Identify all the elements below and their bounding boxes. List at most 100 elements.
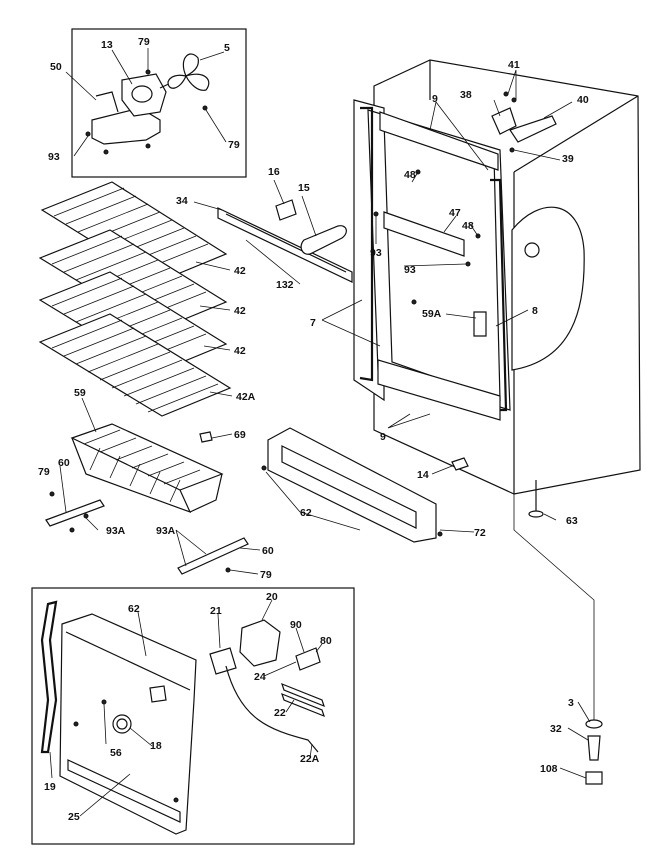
fan-motor-inset [71,28,247,178]
callout-42A: 42A [236,391,256,403]
panel-cutout [149,685,167,703]
callout-16: 16 [268,166,280,178]
callout-93A-b: 93A [156,525,176,537]
callout-62-panel: 62 [128,603,140,615]
basket-front [71,437,192,514]
housing-20 [239,619,281,667]
callout-41: 41 [508,59,520,71]
callout-63: 63 [566,515,578,527]
shelf-42A [38,313,232,417]
callout-79-top: 79 [138,36,150,48]
callout-93A-a: 93A [106,525,126,537]
callout-42-1: 42 [234,265,246,277]
callout-59A: 59A [422,308,442,320]
screw-25 [173,797,179,803]
callout-42-2: 42 [234,305,246,317]
callout-72: 72 [474,527,486,539]
callout-22: 22 [274,707,286,719]
screw-93c [145,143,151,149]
callout-60-b: 60 [262,545,274,557]
basket-side [189,473,223,513]
washer-3 [585,719,603,729]
callout-14: 14 [417,469,429,481]
grille-screw-a [261,465,267,471]
heater-22 [281,682,325,708]
screw-93A-b [69,527,75,533]
latch-59A [473,311,487,337]
wire-shelves [38,181,232,417]
heater-22b [281,692,325,718]
callout-108: 108 [540,763,558,775]
callout-7: 7 [310,317,316,329]
light-tube-15 [300,225,347,255]
callout-22A: 22A [300,753,320,765]
nut-108 [585,771,603,785]
screw-79-top [145,69,151,75]
callout-79-basket: 79 [38,466,50,478]
callout-93-cab-b: 93 [404,264,416,276]
callout-39: 39 [562,153,574,165]
callout-50: 50 [50,61,62,73]
fan-blade-2 [185,73,210,91]
knob-18 [112,714,132,734]
screw-41b [511,97,517,103]
grille-screw-b [437,531,443,537]
screw-79c [49,491,55,497]
breaker-strip-top [379,111,499,171]
screw-cab-c [411,299,417,305]
callout-40: 40 [577,94,589,106]
screw-93b [103,149,109,155]
trim-strip-25 [67,759,181,823]
screw-79d [225,567,231,573]
callout-59: 59 [74,387,86,399]
toe-grille [261,427,443,543]
bolt-32 [587,735,601,761]
callout-48-a: 48 [404,169,416,181]
screw-93-cab-b [465,261,471,267]
callout-93-cab-a: 93 [370,247,382,259]
capillary-22A [225,665,319,753]
bracket-90 [295,647,321,671]
control-panel-inset-border [31,587,355,845]
basket-59 [45,423,249,575]
callout-32: 32 [550,723,562,735]
screw-41a [503,91,509,97]
gasket-strip-19 [40,600,58,754]
side-panel-hole [524,242,540,258]
callout-9-bottom: 9 [380,431,386,443]
control-panel-inset [31,587,355,845]
breaker-strip-bottom [377,359,501,421]
callout-80: 80 [320,635,332,647]
callout-62-grille: 62 [300,507,312,519]
callout-8: 8 [532,305,538,317]
leader-lines [49,48,591,817]
callout-25: 25 [68,811,80,823]
callout-48-b: 48 [462,220,474,232]
callout-21: 21 [210,605,222,617]
callout-labels: 13 79 5 50 79 93 41 38 40 39 9 16 15 34 … [38,36,589,823]
heater-bar-47 [383,211,465,257]
thermostat-21 [209,647,237,675]
screw-56 [101,699,107,705]
callout-13: 13 [101,39,113,51]
screw-panel [73,721,79,727]
callout-19: 19 [44,781,56,793]
screw-79-right [202,105,208,111]
callout-3: 3 [568,697,574,709]
evaporator-assembly [217,199,353,283]
callout-79-slide: 79 [260,569,272,581]
motor-hub [131,85,153,103]
callout-69: 69 [234,429,246,441]
callout-15: 15 [298,182,310,194]
breaker-strip-left [359,106,374,382]
basket-slide-60b [177,537,249,575]
callout-90: 90 [290,619,302,631]
cabinet-top-edge [513,95,639,173]
drain-hose-line [513,494,595,720]
bracket-arm [95,91,119,113]
clip-69 [199,431,213,443]
callout-93-inset: 93 [48,151,60,163]
leveling-foot-63 [528,510,544,518]
screw-93-cab-a [373,211,379,217]
